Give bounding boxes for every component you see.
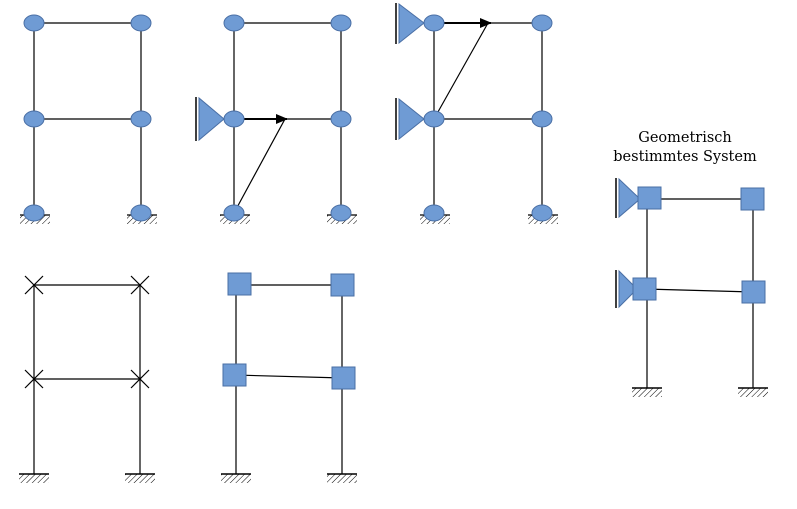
frame-all-joint-hinges <box>20 14 157 224</box>
kinematic-line <box>433 22 489 120</box>
support-symbol-top <box>395 2 425 45</box>
frame-members <box>433 22 543 215</box>
hinge-nodes <box>423 14 553 222</box>
frame-members <box>644 198 754 388</box>
fixed-base-hatch <box>19 473 155 483</box>
rigid-nodes <box>632 186 766 304</box>
caption-line-1: Geometrisch <box>638 130 732 146</box>
fixed-base-hatch <box>221 473 357 483</box>
fixed-base-hatch <box>632 387 768 397</box>
frame-members <box>233 284 344 474</box>
cross-markers <box>24 275 150 389</box>
frame-members <box>33 284 141 474</box>
support-symbol-top <box>615 177 641 219</box>
hinge-nodes <box>23 14 152 222</box>
hinge-nodes <box>223 14 352 222</box>
caption-line-2: bestimmtes System <box>613 149 757 165</box>
diagram-caption: Geometrisch bestimmtes System <box>600 129 770 167</box>
frame-rigid-corners <box>221 272 357 483</box>
frame-members <box>33 22 142 215</box>
rigid-nodes <box>222 272 356 390</box>
frame-two-supports-mechanism <box>395 2 558 224</box>
support-symbol <box>195 96 225 142</box>
kinematic-line <box>233 118 286 214</box>
support-symbol-middle <box>615 269 638 309</box>
support-symbol-middle <box>395 97 425 141</box>
frame-one-support-mechanism <box>195 14 357 224</box>
frame-rigid-corners-marked <box>19 275 155 483</box>
frame-geometrically-determinate <box>615 177 768 397</box>
